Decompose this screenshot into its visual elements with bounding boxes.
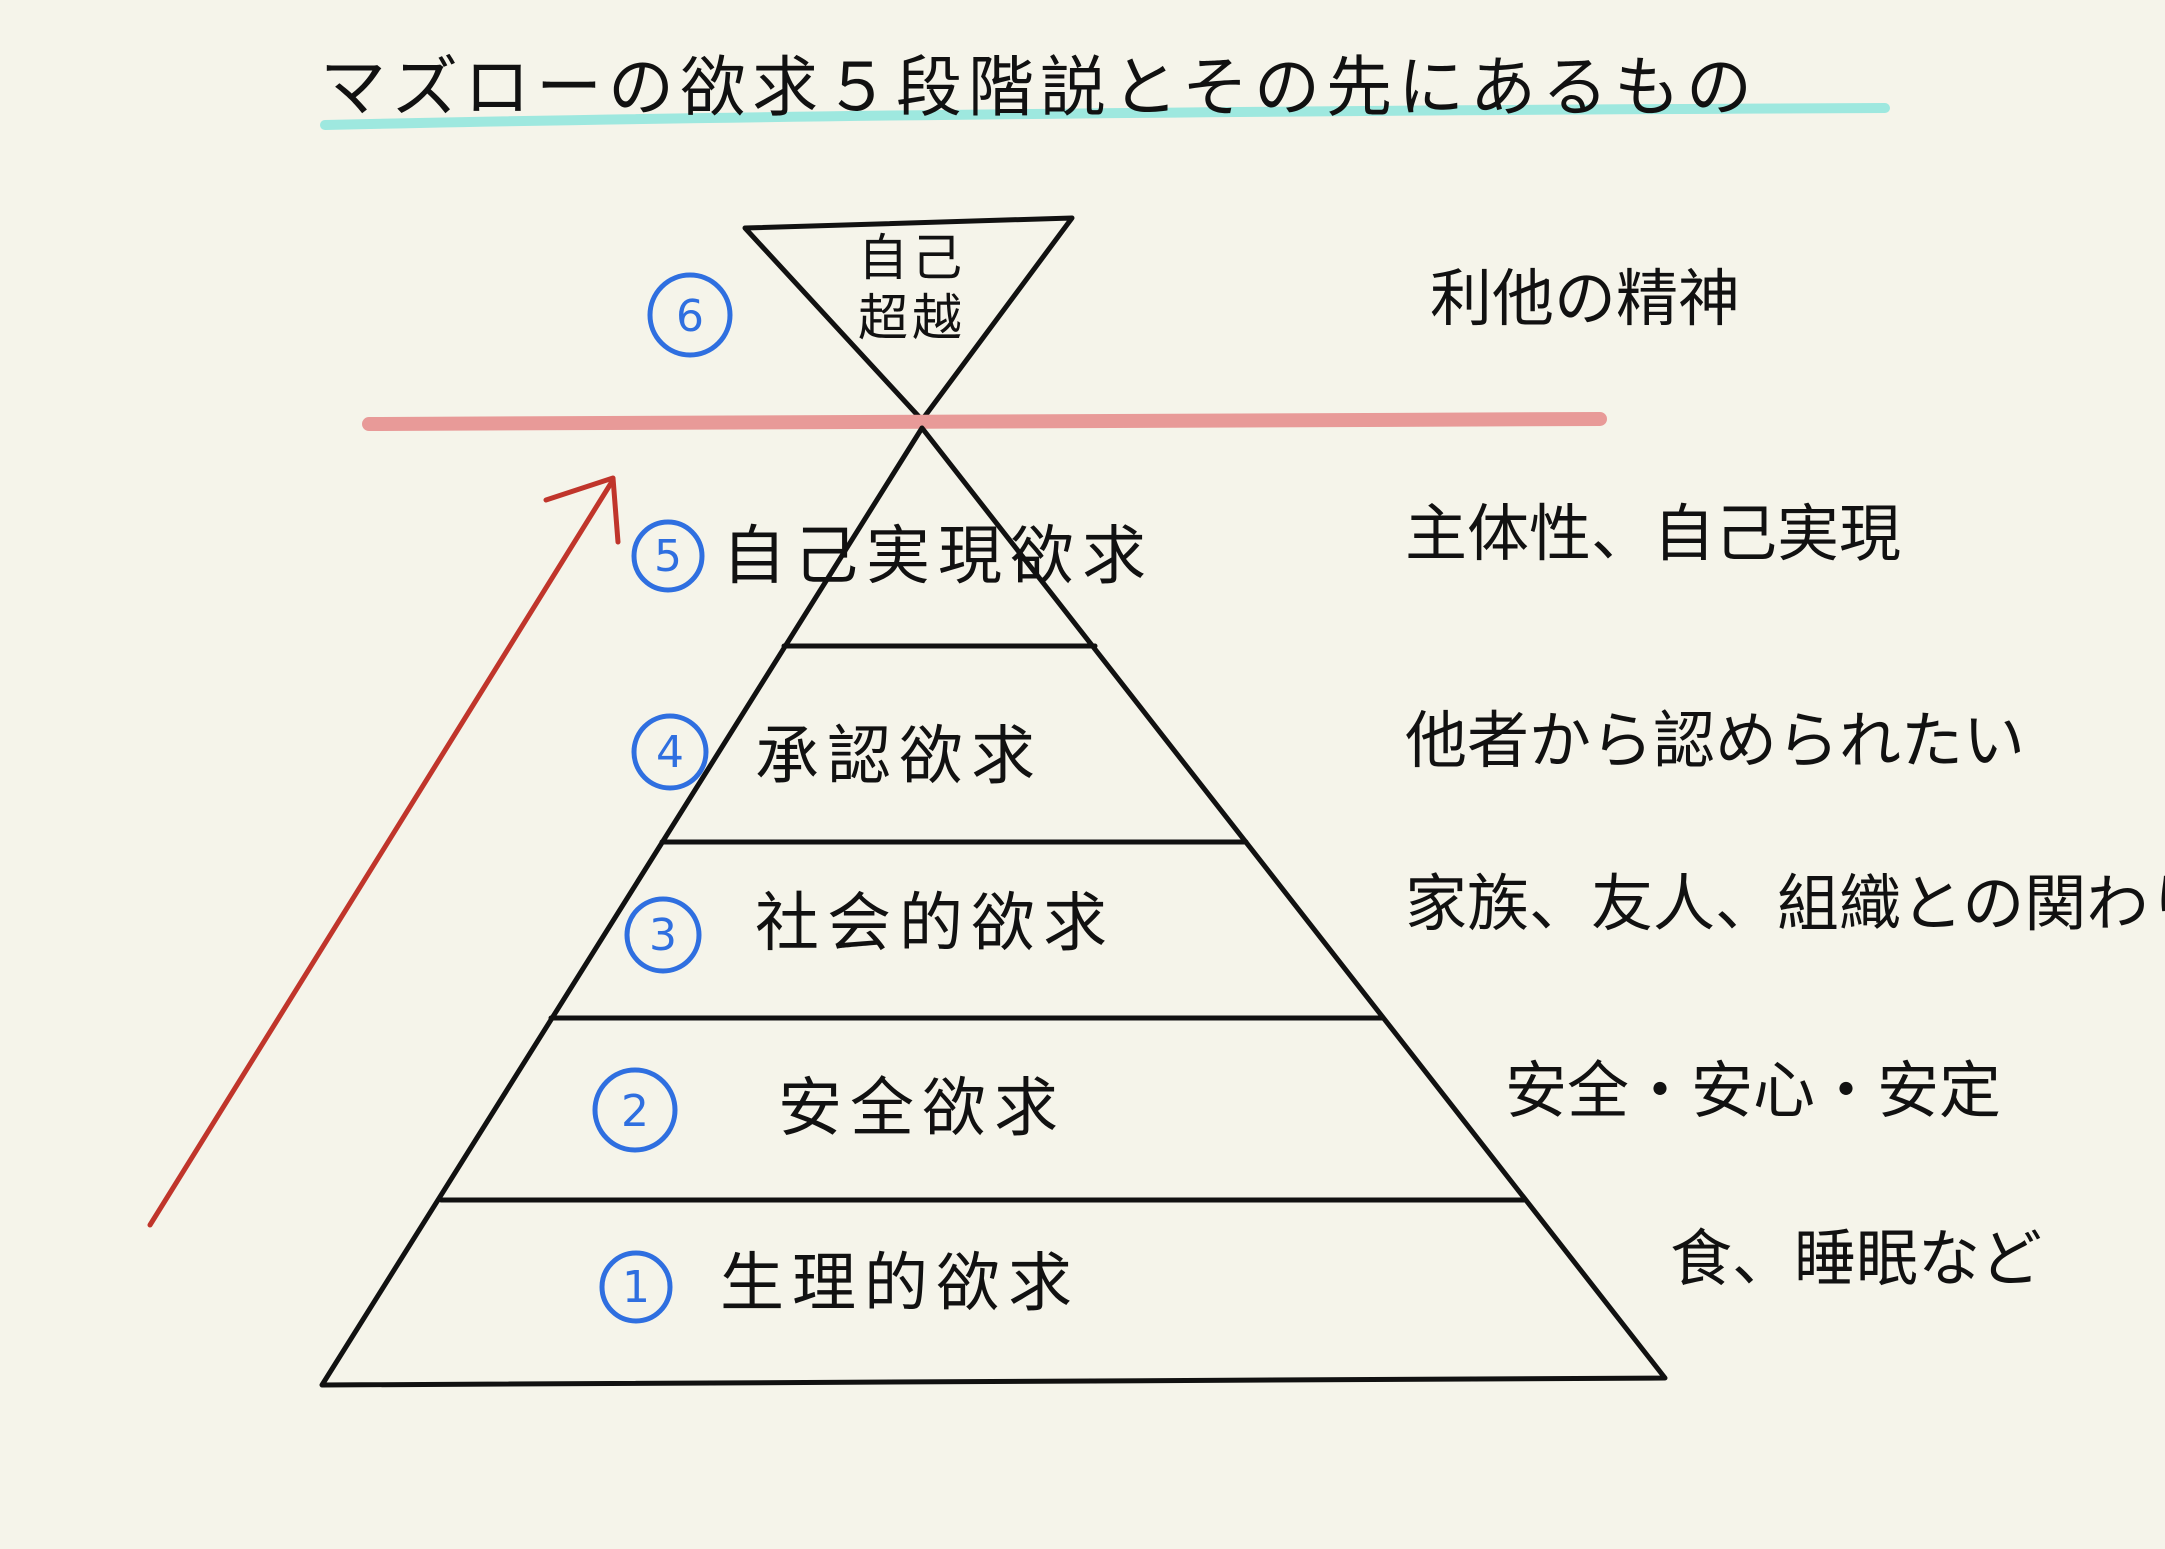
level-6-name-line2: 超越	[858, 289, 966, 347]
level-3-description: 家族、友人、組織との関わり	[1405, 867, 2165, 940]
level-5: 5 自己実現欲求 主体性、自己実現	[631, 497, 1901, 594]
level-3: 3 社会的欲求 家族、友人、組織との関わり	[624, 867, 2165, 974]
level-4-name: 承認欲求	[755, 720, 1043, 794]
level-5-name: 自己実現欲求	[722, 520, 1154, 594]
level-5-number-circle	[631, 519, 705, 593]
title-underline	[320, 103, 1890, 130]
level-6-number: 6	[676, 291, 704, 342]
level-1: 1 生理的欲求 食、睡眠など	[599, 1222, 2042, 1324]
level-1-number: 1	[622, 1262, 650, 1313]
level-6-name-line1: 自己	[858, 229, 966, 287]
level-4-description: 他者から認められたい	[1405, 704, 2025, 777]
pyramid-outline	[319, 425, 1668, 1388]
level-6-description: 利他の精神	[1430, 262, 1740, 335]
level-2: 2 安全欲求 安全・安心・安定	[592, 1054, 2001, 1153]
level-4-number: 4	[656, 727, 684, 778]
upward-arrow	[147, 475, 621, 1228]
level-4: 4 承認欲求 他者から認められたい	[631, 704, 2025, 794]
level-1-description: 食、睡眠など	[1670, 1222, 2042, 1295]
level-1-name: 生理的欲求	[720, 1247, 1080, 1321]
level-5-description: 主体性、自己実現	[1405, 497, 1901, 570]
level-2-number: 2	[621, 1086, 649, 1137]
level-3-name: 社会的欲求	[755, 887, 1115, 961]
level-1-number-circle	[599, 1250, 673, 1324]
level-3-number: 3	[649, 910, 677, 961]
page-title: マズローの欲求５段階説とその先にあるもの	[320, 49, 1758, 126]
divider-line	[362, 412, 1607, 431]
level-2-description: 安全・安心・安定	[1505, 1054, 2001, 1127]
level-5-number: 5	[654, 531, 682, 582]
level-4-number-circle	[631, 713, 709, 791]
level-2-number-circle	[592, 1067, 678, 1153]
level-3-number-circle	[624, 896, 702, 974]
level-6-number-circle	[647, 272, 733, 358]
level-6: 6 自己 超越 利他の精神	[647, 229, 1740, 358]
self-transcendence-triangle	[742, 215, 1075, 423]
level-2-name: 安全欲求	[778, 1072, 1066, 1146]
